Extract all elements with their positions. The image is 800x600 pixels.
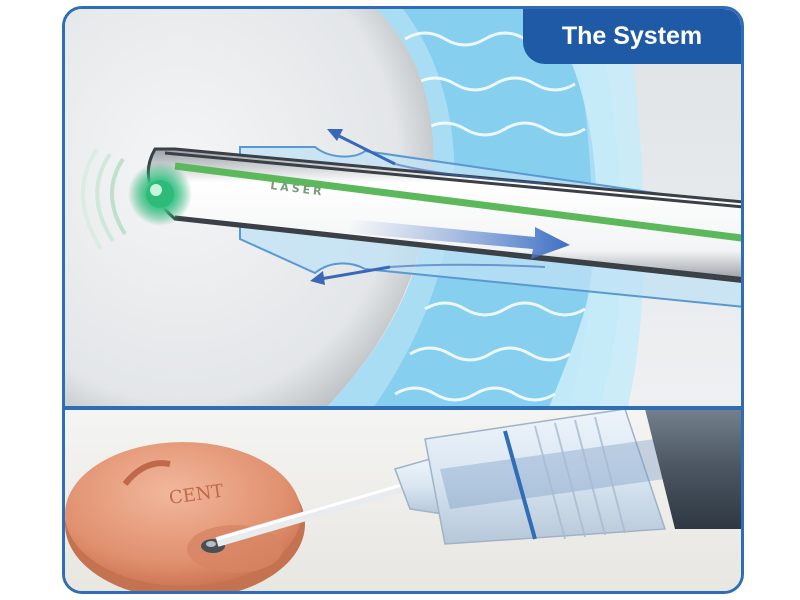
outflow-arrows xyxy=(310,129,546,285)
top-panel-diagram: LASER xyxy=(65,9,741,406)
system-figure-frame: LASER xyxy=(62,6,744,594)
laser-emission-glow xyxy=(80,147,192,251)
cent-coin: CENT xyxy=(65,442,305,591)
flow-arrow-inside xyxy=(348,219,570,259)
panel-divider xyxy=(65,406,741,410)
needle-hub xyxy=(394,409,667,545)
laser-fiber-line xyxy=(174,162,741,242)
diagram-svg: LASER xyxy=(65,9,741,591)
bottom-panel-photo: CENT xyxy=(65,409,741,591)
device-handle xyxy=(645,409,741,529)
figure-title: The System xyxy=(523,9,741,64)
thin-fiber xyxy=(215,479,417,547)
